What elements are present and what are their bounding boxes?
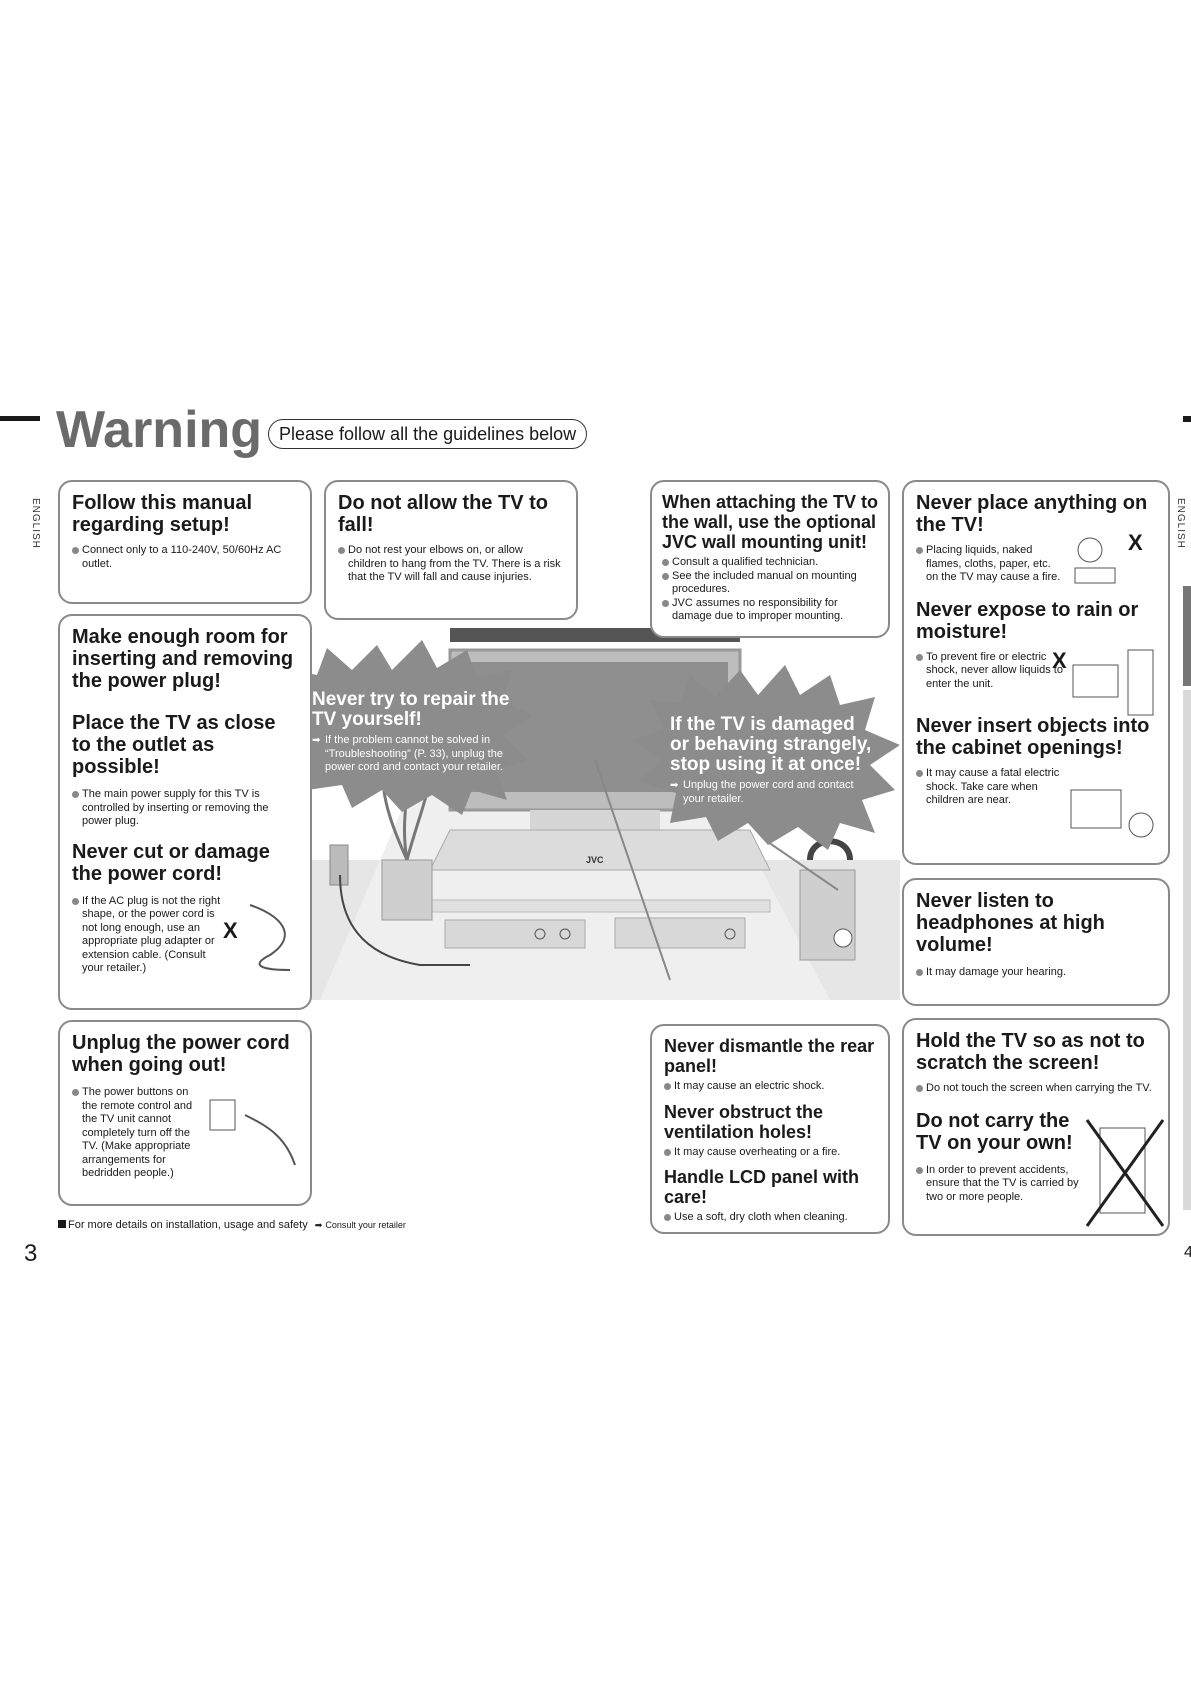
unplug-box: Unplug the power cord when going out! Th… (58, 1020, 312, 1206)
setup-manual-bullet: Connect only to a 110-240V, 50/60Hz AC o… (72, 544, 298, 571)
language-label-left: ENGLISH (30, 498, 41, 549)
vent-heading: Never obstruct the ventilation holes! (664, 1101, 824, 1142)
power-plug-box: Make enough room for inserting and remov… (58, 614, 312, 1010)
footer-arrow-icon: ➡ (314, 1220, 323, 1230)
page-number-left: 3 (24, 1240, 38, 1267)
insert-objects-illustration (1070, 789, 1154, 838)
wall-mount-bullet-2: See the included manual on mounting proc… (662, 570, 878, 597)
place-prohibited-mark: X (1128, 530, 1143, 555)
carry-bullet: In order to prevent accidents, ensure th… (916, 1164, 1091, 1205)
headphones-bullet: It may damage your hearing. (916, 966, 1156, 980)
headphones-heading: Never listen to headphones at high volum… (916, 890, 1105, 956)
hold-heading: Hold the TV so as not to scratch the scr… (916, 1030, 1145, 1074)
page-number-right: 4 (1184, 1244, 1191, 1261)
dismantle-bullet: It may cause an electric shock. (664, 1080, 876, 1094)
cord-heading: Never cut or damage the power cord! (72, 840, 270, 885)
footer-note-text: For more details on installation, usage … (68, 1219, 308, 1231)
prevent-fall-box: Do not allow the TV to fall! Do not rest… (324, 480, 578, 620)
wall-mount-box: When attaching the TV to the wall, use t… (650, 480, 890, 638)
repair-warning: Never try to repair the TV yourself! If … (312, 690, 512, 775)
repair-heading: Never try to repair the TV yourself! (312, 689, 510, 730)
close-heading: Place the TV as close to the outlet as p… (72, 712, 276, 778)
carry-heading: Do not carry the TV on your own! (916, 1109, 1073, 1154)
lcd-heading: Handle LCD panel with care! (664, 1167, 860, 1207)
top-left-rule (0, 416, 40, 421)
repair-note: If the problem cannot be solved in “Trou… (312, 734, 512, 775)
close-bullet: The main power supply for this TV is con… (72, 788, 298, 829)
page-title: Warning (56, 401, 263, 459)
footer-note: For more details on installation, usage … (58, 1219, 406, 1231)
unplug-heading: Unplug the power cord when going out! (72, 1032, 290, 1076)
place-items-illustration (1074, 537, 1116, 584)
cord-bullet: If the AC plug is not the right shape, o… (72, 895, 224, 976)
prevent-fall-bullet: Do not rest your elbows on, or allow chi… (338, 544, 564, 585)
prevent-fall-heading: Do not allow the TV to fall! (338, 492, 548, 536)
place-heading: Never place anything on the TV! (916, 492, 1148, 536)
rain-illustration (1072, 649, 1154, 716)
wall-mount-heading: When attaching the TV to the wall, use t… (662, 492, 878, 552)
page-subtitle: Please follow all the guidelines below (268, 419, 588, 449)
damaged-warning: If the TV is damaged or behaving strange… (670, 715, 875, 806)
dismantle-heading: Never dismantle the rear panel! (664, 1036, 875, 1076)
top-right-mark (1183, 416, 1191, 422)
damaged-cord-illustration (249, 904, 291, 971)
vent-bullet: It may cause overheating or a fire. (664, 1146, 876, 1160)
rain-prohibited-mark: X (1052, 648, 1067, 673)
damaged-heading: If the TV is damaged or behaving strange… (670, 714, 872, 775)
rain-bullet: To prevent fire or electric shock, never… (916, 651, 1066, 692)
unplug-illustration (209, 1099, 296, 1166)
rain-heading: Never expose to rain or moisture! (916, 598, 1139, 643)
setup-manual-heading: Follow this manual regarding setup! (72, 492, 253, 536)
tv-top-safety-box: Never place anything on the TV! Placing … (902, 480, 1170, 865)
damaged-note: Unplug the power cord and contact your r… (670, 779, 875, 806)
tv-brand-label: JVC (586, 855, 604, 865)
cord-prohibited-mark: X (223, 918, 238, 943)
rear-panel-box: Never dismantle the rear panel! It may c… (650, 1024, 890, 1234)
language-label-right: ENGLISH (1175, 498, 1186, 549)
wall-mount-bullet-1: Consult a qualified technician. (662, 556, 878, 570)
room-heading: Make enough room for inserting and remov… (72, 626, 294, 692)
headphones-box: Never listen to headphones at high volum… (902, 878, 1170, 1006)
setup-manual-box: Follow this manual regarding setup! Conn… (58, 480, 312, 604)
place-bullet: Placing liquids, naked flames, cloths, p… (916, 544, 1061, 585)
carry-prohibited-illustration (1085, 1119, 1165, 1227)
wall-mount-bullet-3: JVC assumes no responsibility for damage… (662, 597, 878, 624)
right-edge-strip (1183, 690, 1191, 1210)
footer-consult-text: Consult your retailer (325, 1220, 406, 1230)
insert-heading: Never insert objects into the cabinet op… (916, 715, 1150, 759)
insert-bullet: It may cause a fatal electric shock. Tak… (916, 767, 1066, 808)
lcd-bullet: Use a soft, dry cloth when cleaning. (664, 1211, 876, 1225)
unplug-bullet: The power buttons on the remote control … (72, 1086, 204, 1181)
footer-square-icon (58, 1220, 66, 1228)
hold-bullet: Do not touch the screen when carrying th… (916, 1082, 1156, 1096)
carrying-box: Hold the TV so as not to scratch the scr… (902, 1018, 1170, 1236)
right-edge-tab (1183, 586, 1191, 686)
